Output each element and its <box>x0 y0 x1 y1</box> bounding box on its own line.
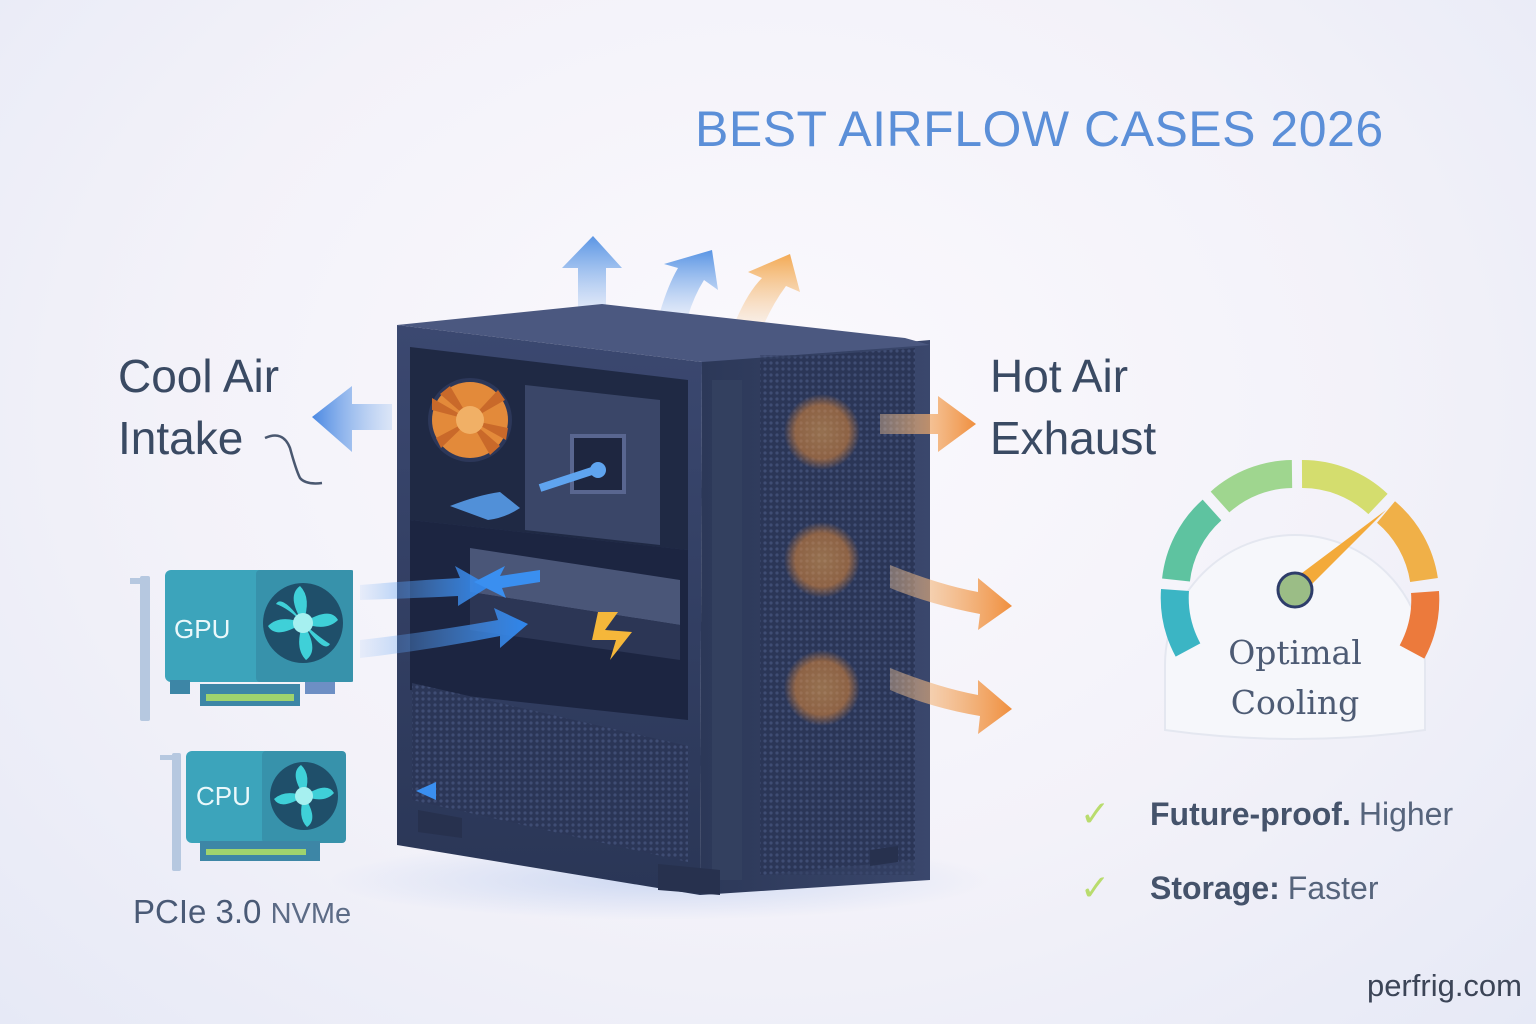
watermark: perfrig.com <box>1366 968 1522 1003</box>
exhaust-arrow-low <box>890 668 1012 734</box>
feature-value: Faster <box>1287 869 1379 906</box>
feature-list: ✓ Future-proof. Higher ✓ Storage: Faster <box>1080 790 1453 912</box>
intake-label-line1: Cool Air <box>118 350 280 402</box>
check-icon: ✓ <box>1080 867 1111 908</box>
intake-label-line2: Intake <box>118 412 244 464</box>
pcie-label: PCIe 3.0 NVMe <box>133 893 351 931</box>
exhaust-arrow-mid <box>890 565 1012 630</box>
exhaust-label: Hot Air Exhaust <box>990 345 1156 469</box>
feature-value: Higher <box>1358 795 1454 832</box>
feature-item: ✓ Future-proof. Higher <box>1080 790 1453 838</box>
pcie-label-main: PCIe 3.0 <box>133 893 262 930</box>
feature-key: Future-proof. <box>1150 795 1351 832</box>
exhaust-arrow-top <box>880 396 976 452</box>
intake-arrow <box>312 386 392 452</box>
check-icon: ✓ <box>1080 793 1111 834</box>
gauge-dial <box>1160 459 1440 740</box>
gauge-label-line2: Cooling <box>1230 683 1360 722</box>
gauge-label: Optimal Cooling <box>1165 628 1425 728</box>
exhaust-label-line2: Exhaust <box>990 412 1157 464</box>
feature-key: Storage: <box>1150 869 1280 906</box>
cpu-card: CPU <box>160 745 360 875</box>
top-exhaust-arrows <box>562 236 800 324</box>
fan-icon <box>263 583 343 663</box>
exhaust-label-line1: Hot Air <box>990 350 1129 402</box>
fan-icon <box>270 762 338 830</box>
squiggle-decoration <box>264 434 323 485</box>
intake-label: Cool Air Intake <box>118 345 279 469</box>
rear-fan <box>428 378 512 462</box>
pcie-label-suffix: NVMe <box>270 898 352 930</box>
cooling-gauge: Optimal Cooling <box>1140 430 1450 750</box>
page-title: BEST AIRFLOW CASES 2026 <box>695 101 1384 157</box>
cpu-label: CPU <box>196 781 251 811</box>
gauge-label-line1: Optimal <box>1228 633 1362 672</box>
gpu-label: GPU <box>174 614 231 644</box>
gpu-card: GPU <box>128 568 353 723</box>
feature-item: ✓ Storage: Faster <box>1080 864 1453 912</box>
